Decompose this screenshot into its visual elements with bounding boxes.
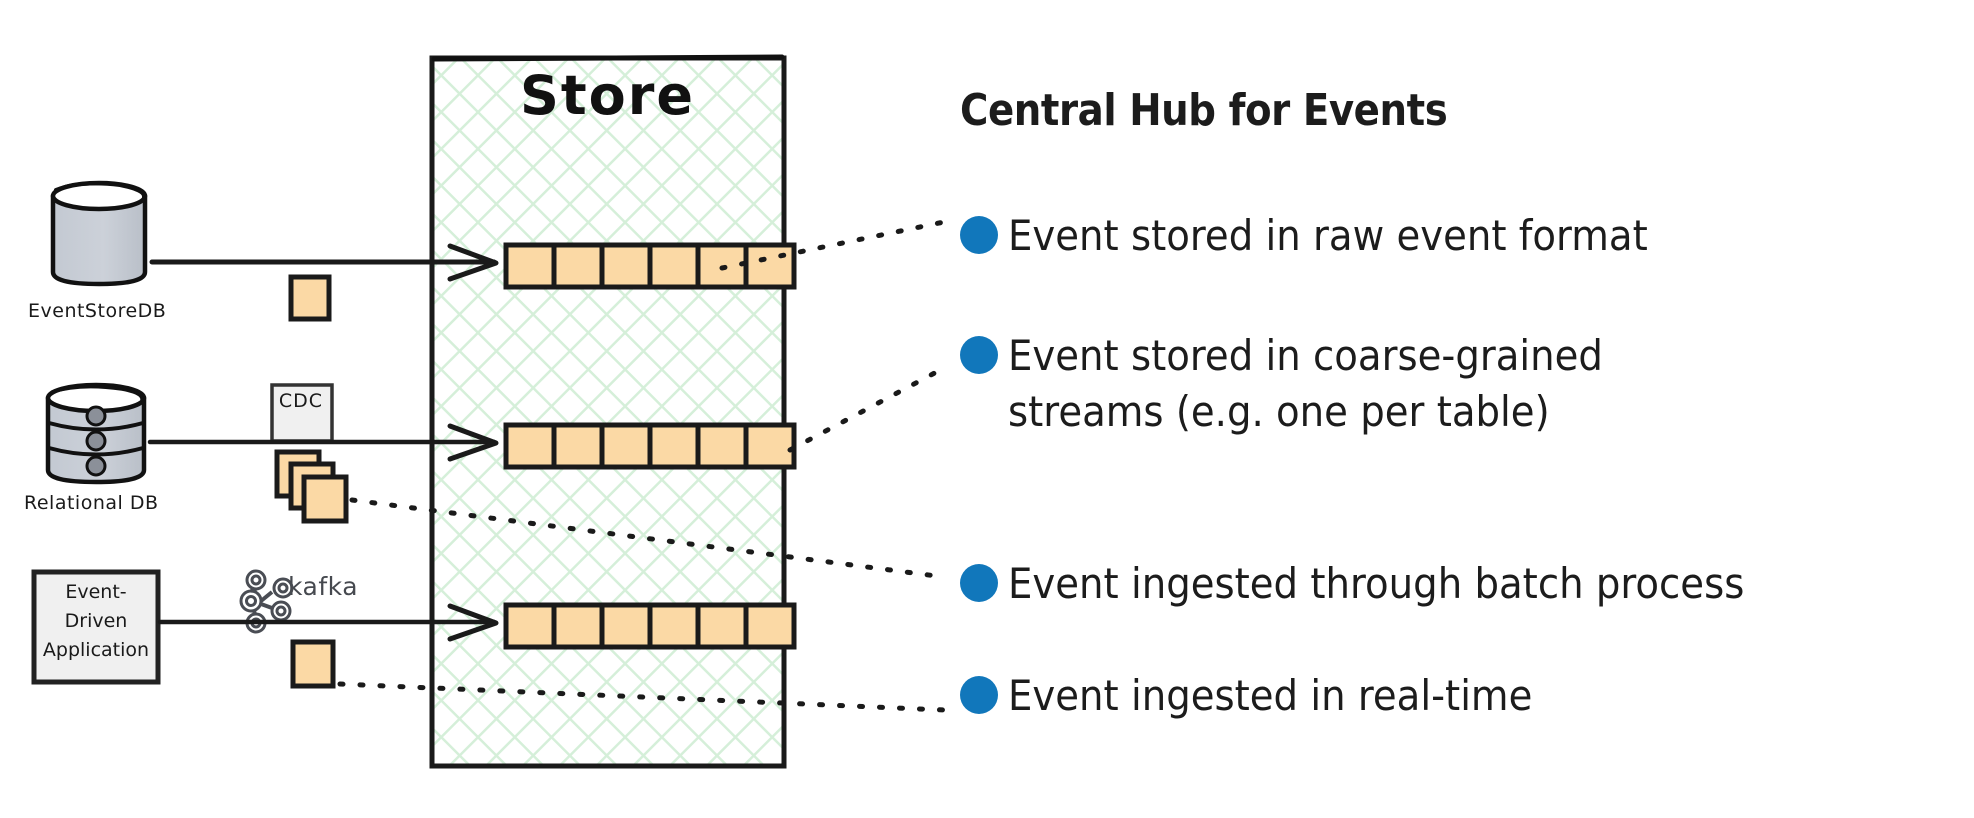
eventstoredb-cylinder-icon: [50, 180, 148, 287]
bullet-text: Event stored in raw event format: [1008, 211, 1648, 260]
eda-label-line-1: Event-: [65, 581, 127, 603]
eda-label-line-2: Driven: [64, 610, 128, 632]
stream-coarse-grained-stream: [503, 422, 797, 470]
cdc-label: CDC: [278, 390, 324, 412]
kafka-label: kafka: [288, 572, 359, 601]
bullet-text: Event ingested in real-time: [1008, 671, 1533, 720]
event-driven-application-label: Event- Driven Application: [36, 578, 156, 665]
event-driven-application-box: [31, 569, 161, 685]
bullet-text: Event ingested through batch process: [1008, 559, 1745, 608]
bullet-dot-icon: [960, 676, 998, 714]
bullet-batch-process: Event ingested through batch process: [960, 556, 1808, 612]
source-label-relational-db: Relational DB: [24, 492, 159, 514]
bullet-text: Event stored in coarse-grained streams (…: [1008, 331, 1603, 436]
stream-raw-event-stream: [503, 242, 797, 290]
bullet-raw-format: Event stored in raw event format: [960, 208, 1703, 264]
eda-label-line-3: Application: [42, 639, 150, 661]
bullet-coarse-grained: Event stored in coarse-grained streams (…: [960, 328, 1655, 440]
bullet-dot-icon: [960, 216, 998, 254]
bullet-dot-icon: [960, 564, 998, 602]
cdc-box: [270, 383, 334, 443]
panel-title: Central Hub for Events: [960, 85, 1448, 136]
bullet-real-time: Event ingested in real-time: [960, 668, 1578, 724]
connector-arrows: [147, 243, 499, 642]
leader-lines: [337, 219, 947, 713]
relational-db-cylinder-icon: [45, 382, 147, 485]
source-label-eventstoredb: EventStoreDB: [28, 300, 167, 322]
store-container: [429, 54, 787, 769]
store-title: Store: [519, 64, 696, 127]
payload-event-boxes: [274, 274, 349, 689]
stream-realtime-stream: [503, 602, 797, 650]
bullet-dot-icon: [960, 336, 998, 374]
